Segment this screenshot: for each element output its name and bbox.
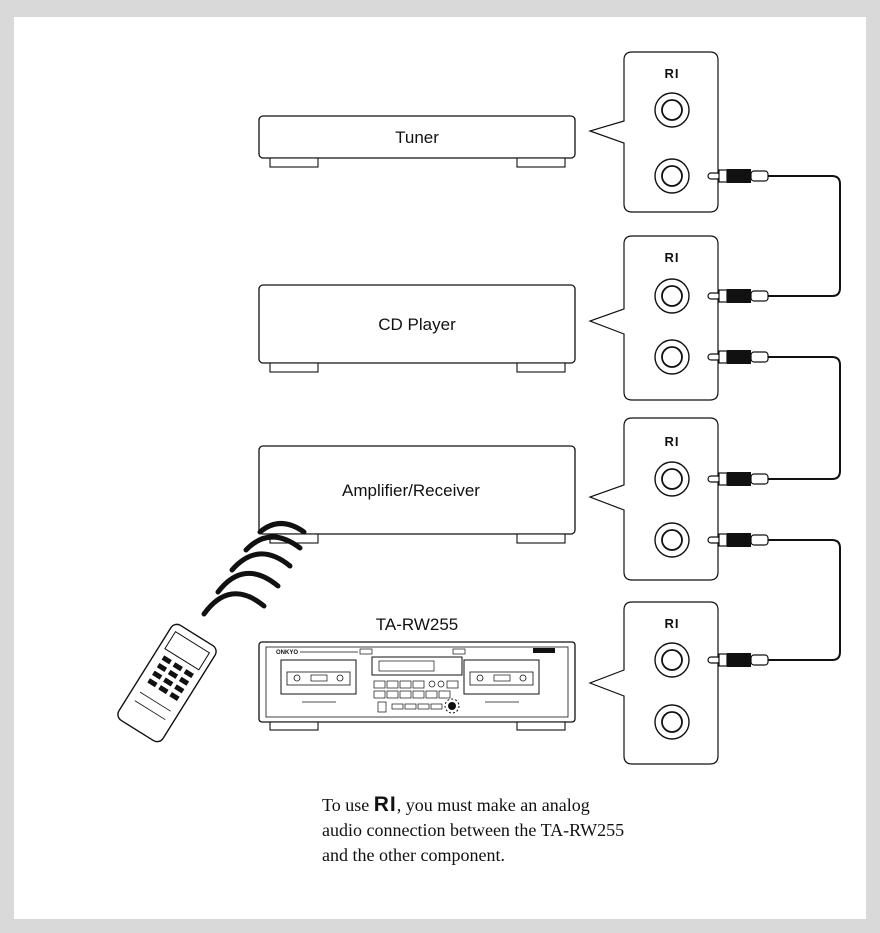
ri-inline-logo: RI [373, 793, 397, 816]
rca-jack-icon [654, 704, 690, 740]
note-line2: audio connection between the TA-RW255 [322, 820, 625, 840]
tuner-unit: Tuner [258, 115, 576, 168]
ri-panel-tape-deck: RI [588, 601, 719, 765]
amplifier-receiver-unit: Amplifier/Receiver [258, 445, 576, 544]
ri-cables [768, 175, 841, 661]
ri-logo: RI [665, 616, 680, 631]
rca-jack-icon [654, 461, 690, 497]
rca-jack-icon [654, 92, 690, 128]
tape-deck-brand: ONKYO [276, 650, 298, 656]
ri-logo: RI [665, 250, 680, 265]
tuner-label: Tuner [395, 128, 439, 147]
rca-jack-icon [654, 158, 690, 194]
cd-player-label: CD Player [378, 315, 456, 334]
rca-jack-icon [654, 278, 690, 314]
ri-connection-note: To use RI, you must make an analog audio… [322, 792, 792, 868]
note-prefix: To use [322, 795, 374, 815]
ir-signal-waves-icon [201, 521, 307, 617]
ri-panel-tuner: RI [588, 51, 719, 213]
ri-panel-cd-player: RI [588, 235, 719, 401]
note-line1-rest: , you must make an analog [396, 795, 590, 815]
rca-jack-icon [654, 642, 690, 678]
ri-logo: RI [665, 434, 680, 449]
note-line3: and the other component. [322, 845, 505, 865]
cd-player-unit: CD Player [258, 284, 576, 373]
remote-control-icon [117, 623, 217, 743]
ri-logo: RI [665, 66, 680, 81]
ri-panel-amplifier: RI [588, 417, 719, 581]
rca-jack-icon [654, 522, 690, 558]
rca-jack-icon [654, 339, 690, 375]
tape-deck-model-label: TA-RW255 [376, 615, 459, 634]
tape-deck-unit: TA-RW255 ONKYO [258, 615, 576, 731]
amplifier-receiver-label: Amplifier/Receiver [342, 481, 480, 500]
